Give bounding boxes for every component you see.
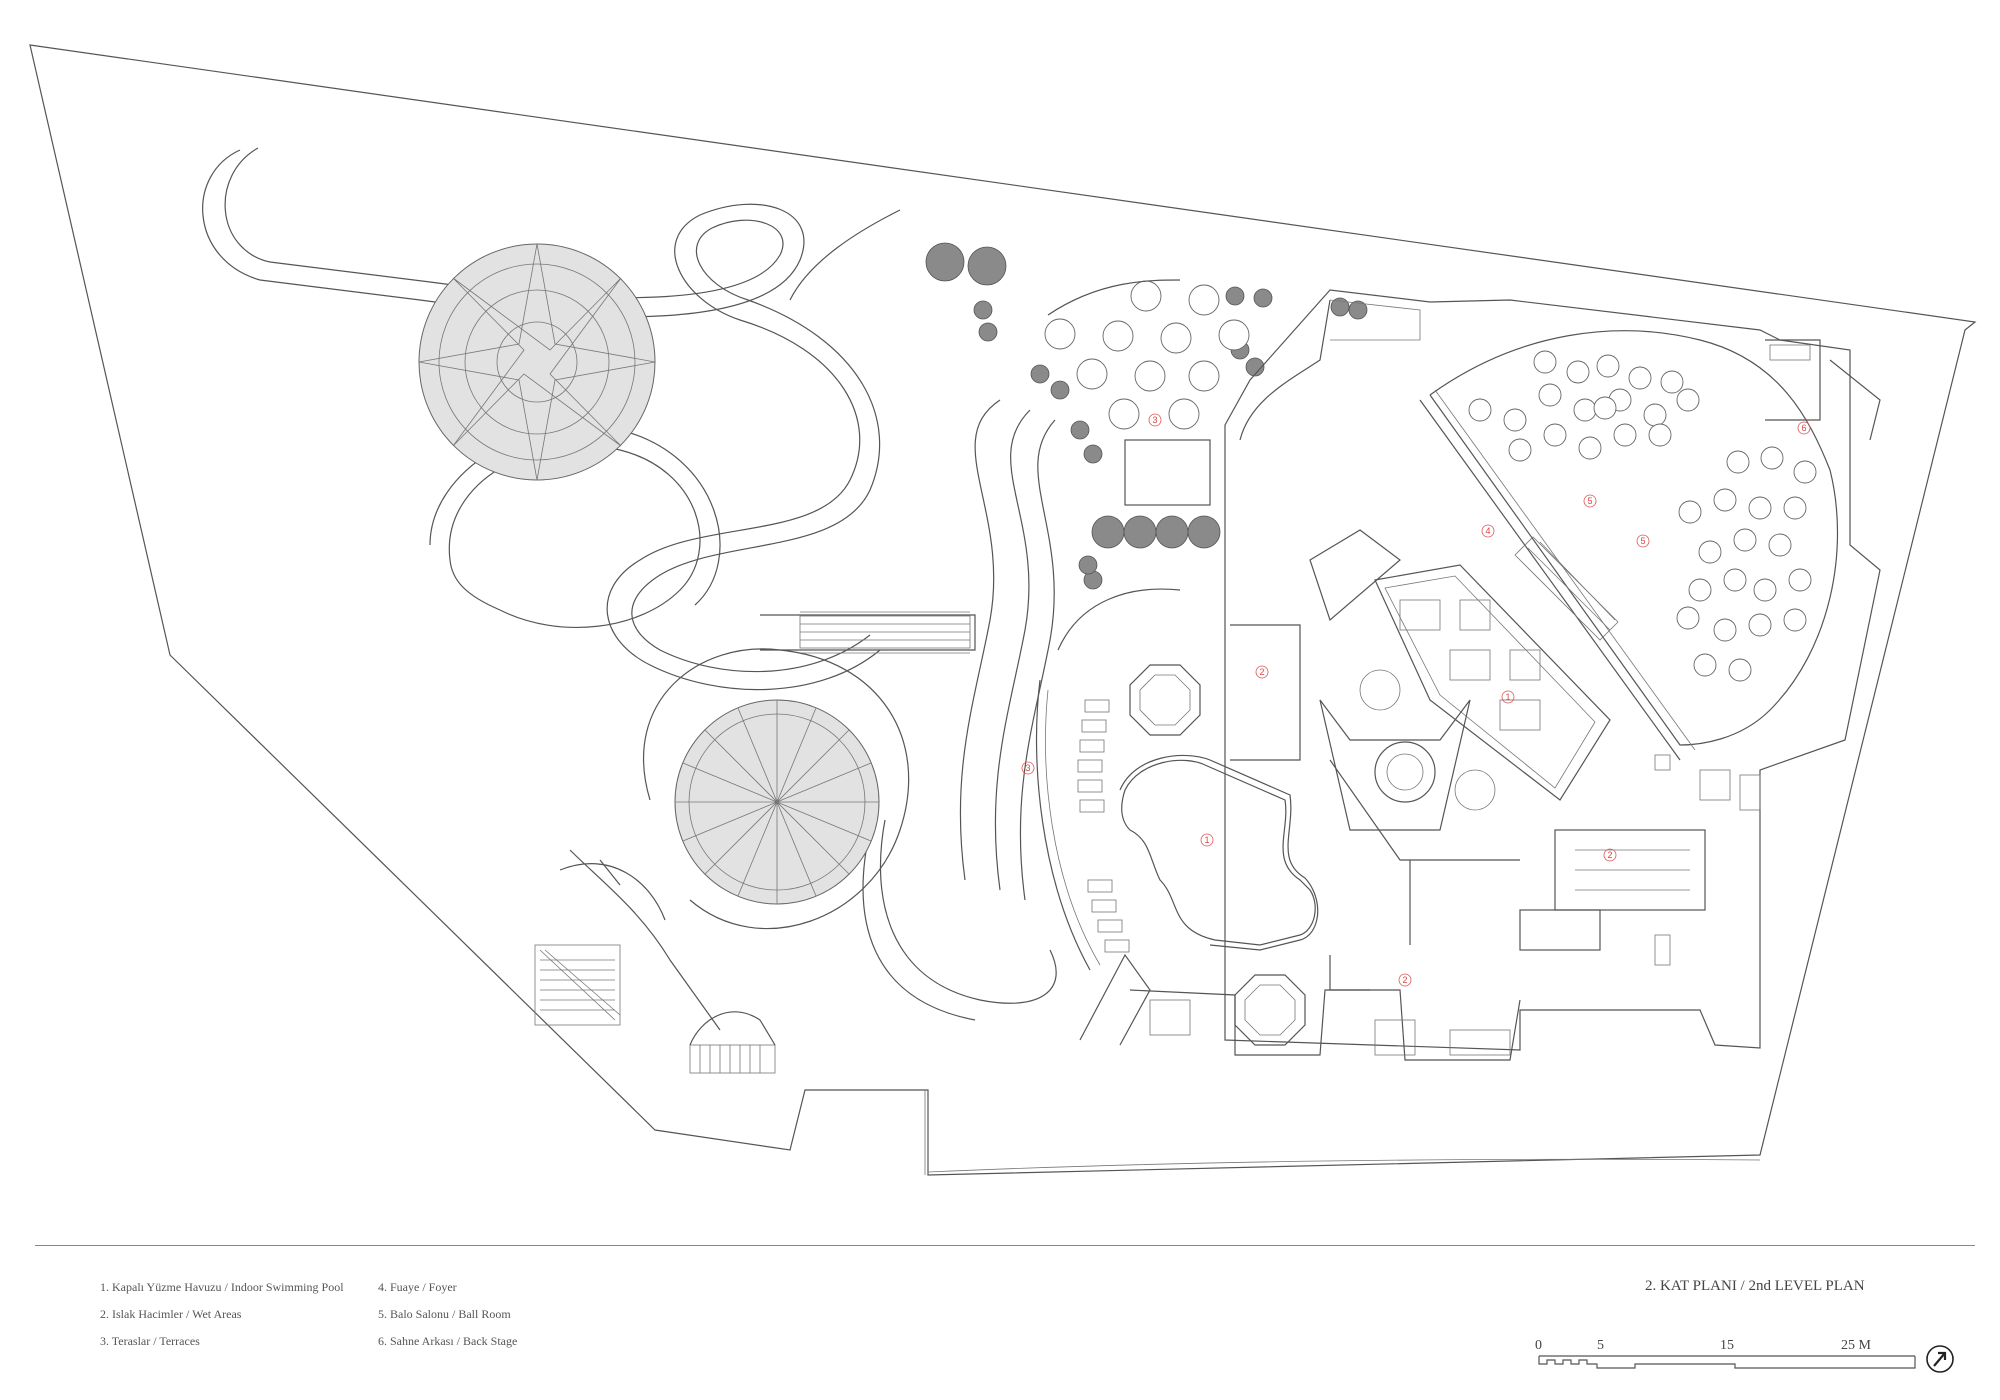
scale-label: 0 bbox=[1535, 1338, 1542, 1353]
room-tag-terrace-b: 3 bbox=[1021, 761, 1035, 775]
gazebo-south bbox=[1234, 974, 1306, 1046]
scale-label: 15 bbox=[1720, 1338, 1734, 1353]
svg-text:1: 1 bbox=[1204, 835, 1209, 845]
room-tags: 1 1 2 2 2 3 3 4 5 5 6 bbox=[1021, 413, 1811, 987]
north-arrow-icon bbox=[1926, 1345, 1954, 1373]
site-boundary bbox=[29, 44, 1977, 1176]
legend-item: 6. Sahne Arkası / Back Stage bbox=[378, 1334, 518, 1348]
legend-item: 3. Teraslar / Terraces bbox=[100, 1334, 200, 1348]
stairs-west bbox=[534, 944, 621, 1026]
svg-text:4: 4 bbox=[1485, 526, 1490, 536]
indoor-pool bbox=[1121, 759, 1316, 946]
scale-label: 5 bbox=[1597, 1338, 1604, 1353]
south-wing bbox=[1129, 989, 1521, 1061]
ballroom-arc bbox=[1429, 330, 1839, 746]
room-tag-terrace-a: 3 bbox=[1148, 413, 1162, 427]
room-tag-spa: 1 bbox=[1501, 690, 1515, 704]
ballroom-tables bbox=[1468, 350, 1817, 682]
svg-text:5: 5 bbox=[1587, 496, 1592, 506]
terrace-tables bbox=[1044, 280, 1250, 430]
spiral-stair bbox=[1374, 741, 1436, 803]
radial-dome bbox=[674, 699, 880, 905]
legend-item: 5. Balo Salonu / Ball Room bbox=[378, 1307, 511, 1321]
room-tag-foyer: 4 bbox=[1481, 524, 1495, 538]
svg-text:2: 2 bbox=[1607, 850, 1612, 860]
trees bbox=[925, 242, 1368, 590]
legend-column-right: 4. Fuaye / Foyer 5. Balo Salonu / Ball R… bbox=[378, 1274, 517, 1355]
room-tag-ballroom-b: 5 bbox=[1636, 534, 1650, 548]
room-tag-wet-a: 2 bbox=[1255, 665, 1269, 679]
stairs-south bbox=[689, 1044, 776, 1074]
svg-text:2: 2 bbox=[1259, 667, 1264, 677]
spa-block bbox=[1374, 564, 1611, 801]
legend-column-left: 1. Kapalı Yüzme Havuzu / Indoor Swimming… bbox=[100, 1274, 344, 1355]
legend-item: 4. Fuaye / Foyer bbox=[378, 1280, 457, 1294]
svg-text:6: 6 bbox=[1801, 423, 1806, 433]
escalator-bridge bbox=[799, 615, 971, 649]
site-plan-drawing: 1 1 2 2 2 3 3 4 5 5 6 bbox=[29, 44, 1977, 1176]
svg-text:3: 3 bbox=[1025, 763, 1030, 773]
room-tag-wet-c: 2 bbox=[1603, 848, 1617, 862]
svg-text:5: 5 bbox=[1640, 536, 1645, 546]
star-dome bbox=[418, 243, 656, 481]
room-tag-wet-b: 2 bbox=[1398, 973, 1412, 987]
scale-label: 25 M bbox=[1841, 1338, 1872, 1353]
room-tag-backstage: 6 bbox=[1797, 421, 1811, 435]
svg-text:1: 1 bbox=[1505, 692, 1510, 702]
room-tag-pool: 1 bbox=[1200, 833, 1214, 847]
footer-rule bbox=[35, 1245, 1975, 1246]
svg-text:3: 3 bbox=[1152, 415, 1157, 425]
sunbeds bbox=[1077, 699, 1130, 953]
east-wet-area bbox=[1554, 829, 1706, 911]
legend-item: 1. Kapalı Yüzme Havuzu / Indoor Swimming… bbox=[100, 1280, 344, 1294]
gazebo-north bbox=[1129, 664, 1201, 736]
scale-bar: 0 5 15 25 M bbox=[1535, 1338, 1954, 1373]
ballroom-escalator bbox=[1514, 536, 1619, 641]
building-outline bbox=[1224, 289, 1881, 1051]
svg-text:2: 2 bbox=[1402, 975, 1407, 985]
room-tag-ballroom-a: 5 bbox=[1583, 494, 1597, 508]
legend-item: 2. Islak Hacimler / Wet Areas bbox=[100, 1307, 242, 1321]
plan-title: 2. KAT PLANI / 2nd LEVEL PLAN bbox=[1645, 1278, 1865, 1294]
